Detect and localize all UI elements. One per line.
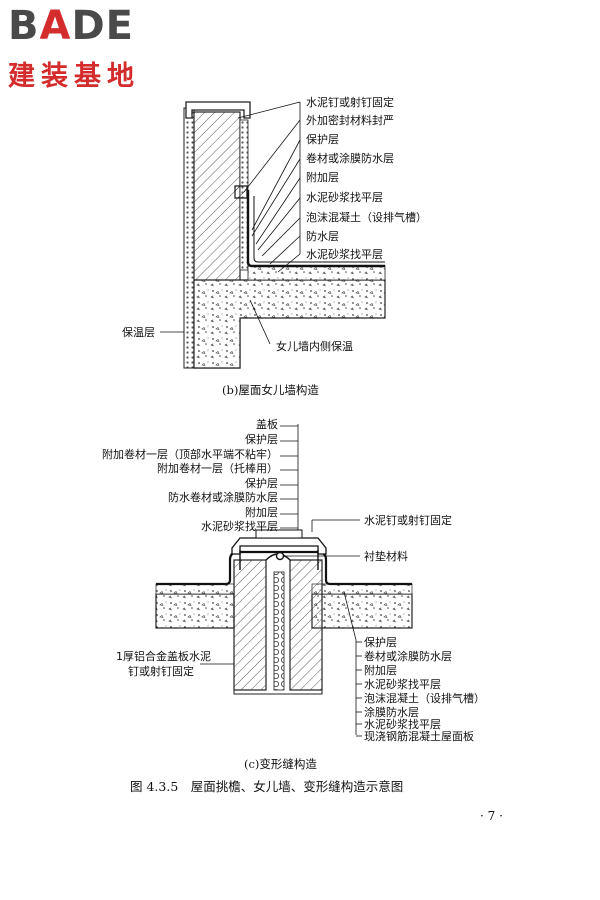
label-c-top-1: 盖板 bbox=[256, 417, 278, 431]
label-c-right-1: 保护层 bbox=[364, 635, 397, 649]
label-c-top-2: 保护层 bbox=[245, 432, 278, 446]
label-b-6: 水泥砂浆找平层 bbox=[306, 190, 383, 204]
caption-c: (c)变形缝构造 bbox=[244, 757, 317, 771]
label-c-right-4: 水泥砂浆找平层 bbox=[364, 677, 441, 691]
label-c-top-6: 防水卷材或涂膜防水层 bbox=[168, 490, 278, 504]
label-b-4: 卷材或涂膜防水层 bbox=[306, 151, 394, 165]
label-insulation: 保温层 bbox=[122, 325, 155, 339]
label-b-1: 水泥钉或射钉固定 bbox=[306, 95, 394, 109]
label-c-nail: 水泥钉或射钉固定 bbox=[364, 513, 452, 527]
label-c-top-8: 水泥砂浆找平层 bbox=[201, 519, 278, 533]
label-b-9: 水泥砂浆找平层 bbox=[306, 247, 383, 261]
label-parapet-inner-insulation: 女儿墙内侧保温 bbox=[276, 339, 353, 353]
logo-wordmark: BADE bbox=[8, 3, 134, 49]
label-c-left-2: 钉或射钉固定 bbox=[128, 664, 194, 678]
figure-title: 图 4.3.5 屋面挑檐、女儿墙、变形缝构造示意图 bbox=[130, 779, 403, 794]
brand-logo: BADE 建装基地 bbox=[8, 6, 178, 93]
label-c-top-7: 附加层 bbox=[245, 505, 278, 519]
label-c-top-3: 附加卷材一层（顶部水平端不粘牢） bbox=[102, 447, 278, 461]
label-c-right-6: 涂膜防水层 bbox=[364, 705, 419, 719]
label-c-top-4: 附加卷材一层（托棒用） bbox=[157, 461, 278, 475]
expansion-joint-diagram: 盖板 保护层 附加卷材一层（顶部水平端不粘牢） 附加卷材一层（托棒用） 保护层 … bbox=[102, 417, 485, 771]
label-c-left-1: 1厚铝合金盖板水泥 bbox=[116, 649, 211, 663]
label-b-5: 附加层 bbox=[306, 170, 339, 184]
label-c-backing: 衬垫材料 bbox=[364, 549, 408, 563]
label-c-top-5: 保护层 bbox=[245, 476, 278, 490]
label-c-right-7: 水泥砂浆找平层 bbox=[364, 717, 441, 731]
label-b-7: 泡沫混凝土（设排气槽） bbox=[306, 210, 427, 224]
label-c-right-8: 现浇钢筋混凝土屋面板 bbox=[364, 729, 474, 743]
label-c-right-5: 泡沫混凝土（设排气槽） bbox=[364, 691, 485, 705]
caption-b: (b)屋面女儿墙构造 bbox=[222, 383, 319, 397]
logo-subtitle: 建装基地 bbox=[8, 61, 140, 92]
parapet-diagram: 水泥钉或射钉固定 外加密封材料封严 保护层 卷材或涂膜防水层 附加层 水泥砂浆找… bbox=[122, 95, 427, 397]
label-c-right-2: 卷材或涂膜防水层 bbox=[364, 649, 452, 663]
page-number: · 7 · bbox=[480, 809, 503, 823]
label-b-3: 保护层 bbox=[306, 132, 339, 146]
label-b-8: 防水层 bbox=[306, 229, 339, 243]
label-c-right-3: 附加层 bbox=[364, 663, 397, 677]
label-b-2: 外加密封材料封严 bbox=[306, 113, 394, 127]
